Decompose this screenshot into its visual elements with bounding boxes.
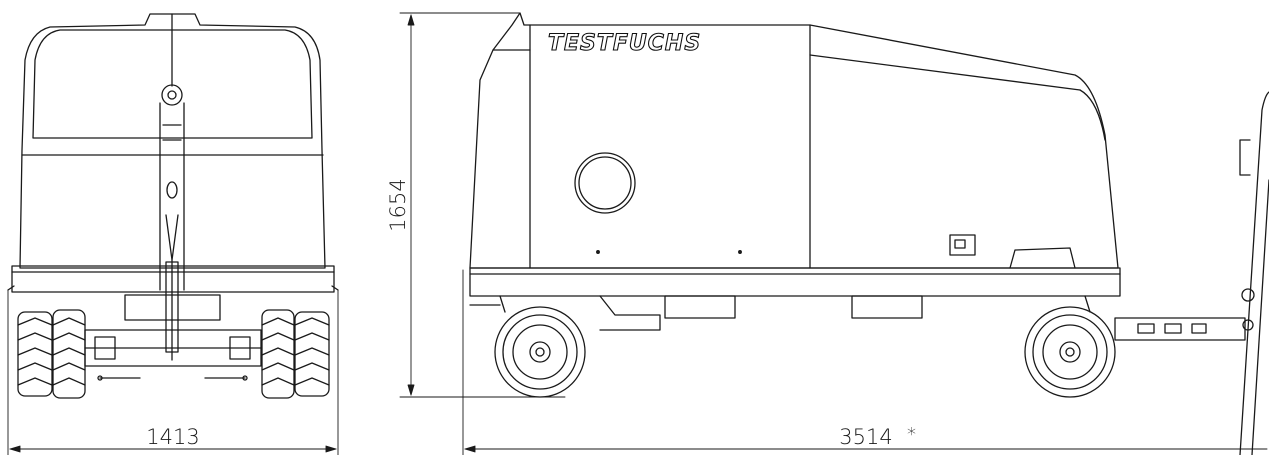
length-dimension-marker: * [907,424,916,445]
height-dimension-label: 1654 [386,178,410,231]
side-body [469,12,1119,269]
front-left-wheels [17,309,86,399]
side-rear-wheel [494,306,586,398]
front-window [32,29,313,139]
front-right-wheels [261,309,330,399]
front-axle [84,294,262,381]
width-dimension-lines [7,289,339,455]
front-view [7,13,339,399]
side-round-window [574,152,636,214]
tow-bar [159,84,185,361]
width-dimension-label: 1413 [146,425,199,449]
side-frame [469,267,1121,297]
length-dimension-lines [462,269,1268,455]
side-drawbar [1114,91,1269,455]
length-dimension-label: 3514 [839,425,892,449]
brand-logo: TESTFUCHS [548,31,701,56]
front-base-frame [11,265,335,293]
side-view [469,12,1269,455]
side-front-wheel [1024,306,1116,398]
height-dimension-lines [399,12,566,398]
front-body [19,13,326,269]
